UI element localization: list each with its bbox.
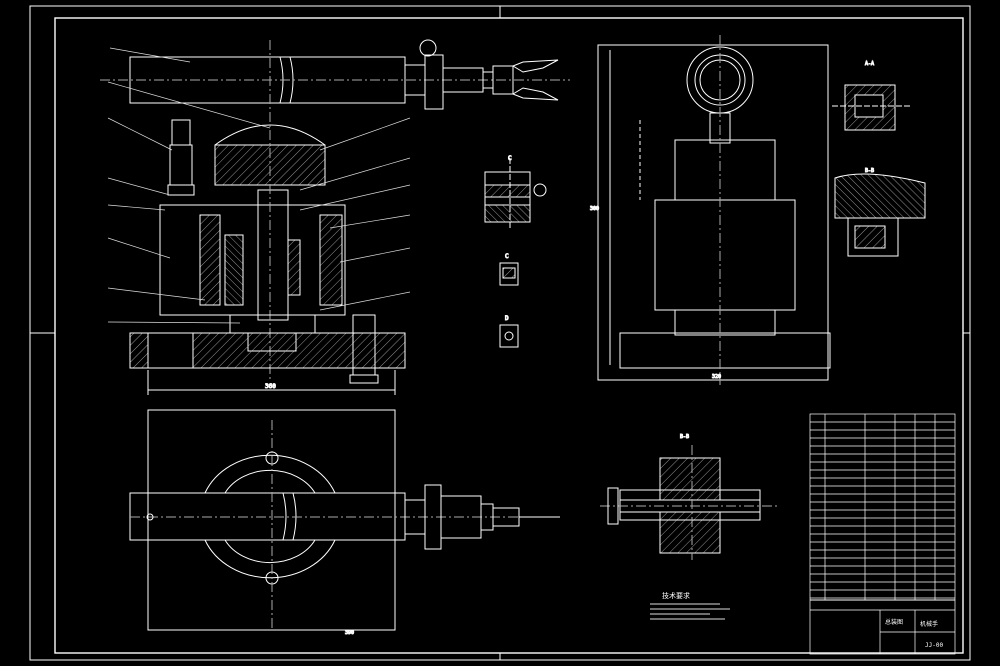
detail-views-center: C C D bbox=[484, 155, 547, 348]
side-height-dimension: 300 bbox=[590, 206, 599, 212]
front-width-dimension: 360 bbox=[265, 383, 276, 390]
tech-requirements: 技术要求 bbox=[650, 591, 730, 620]
parts-list-rows bbox=[810, 421, 955, 599]
drawing-number: JJ-00 bbox=[925, 642, 943, 649]
detail-a-label: C bbox=[508, 155, 512, 162]
side-view: 300 320 bbox=[590, 35, 831, 385]
detail-views-right: A-A B-B bbox=[832, 61, 926, 257]
drawing-name: 总装图 bbox=[885, 618, 903, 626]
top-view: 390 bbox=[129, 409, 560, 637]
detail-bb-label: B-B bbox=[865, 168, 874, 174]
section-label: B-B bbox=[680, 434, 689, 440]
detail-d-label: D bbox=[505, 315, 509, 322]
detail-c-label: C bbox=[505, 253, 509, 260]
top-width-dimension: 390 bbox=[345, 630, 354, 636]
section-view: B-B bbox=[600, 434, 780, 560]
side-base-dimension: 320 bbox=[712, 374, 721, 380]
front-view: 360 bbox=[100, 39, 570, 395]
part-name: 机械手 bbox=[920, 620, 938, 628]
tech-requirements-title: 技术要求 bbox=[662, 591, 690, 600]
drawing-frame bbox=[29, 5, 971, 661]
detail-aa-label: A-A bbox=[865, 61, 874, 67]
title-block bbox=[809, 413, 956, 655]
